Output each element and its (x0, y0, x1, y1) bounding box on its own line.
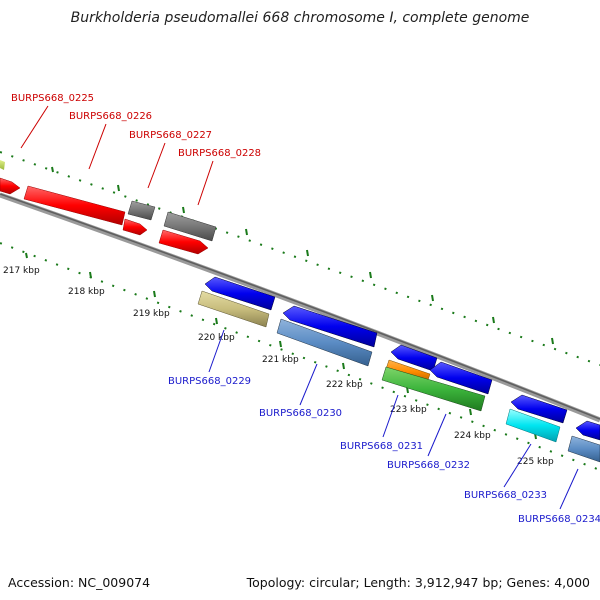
tick-label: 221 kbp (262, 355, 299, 365)
gene-label-0225[interactable]: BURPS668_0225 (11, 93, 94, 104)
gene-label-0233[interactable]: BURPS668_0233 (464, 490, 547, 501)
feature-0232[interactable] (381, 366, 486, 412)
gene-label-0230[interactable]: BURPS668_0230 (259, 408, 342, 419)
genome-backbone (0, 192, 600, 423)
feature-0228b[interactable] (158, 229, 209, 255)
feature-0224-lime[interactable] (0, 160, 5, 170)
feature-0225[interactable] (0, 177, 21, 195)
feature-0229[interactable] (197, 290, 270, 328)
feature-0234-blue[interactable] (575, 420, 600, 441)
bottom-gene-labels: BURPS668_0229 BURPS668_0230 BURPS668_023… (168, 329, 600, 525)
forward-features (0, 160, 217, 255)
feature-0232-blue[interactable] (429, 361, 493, 395)
lower-major-ticks (25, 252, 537, 440)
feature-0233-blue[interactable] (510, 394, 568, 424)
tick-label: 223 kbp (390, 405, 427, 415)
tick-label: 220 kbp (198, 333, 235, 343)
feature-0231-blue[interactable] (390, 344, 438, 372)
tick-label: 217 kbp (3, 266, 40, 276)
feature-0226b[interactable] (122, 218, 148, 236)
map-title: Burkholderia pseudomallei 668 chromosome… (71, 10, 530, 26)
tick-label: 224 kbp (454, 431, 491, 441)
feature-0227[interactable] (127, 200, 156, 221)
upper-major-ticks (51, 166, 554, 345)
feature-0234[interactable] (567, 435, 600, 463)
gene-label-0229[interactable]: BURPS668_0229 (168, 376, 251, 387)
gene-label-0234[interactable]: BURPS668_0234 (518, 514, 600, 525)
tick-label: 222 kbp (326, 380, 363, 390)
feature-0230[interactable] (276, 318, 373, 367)
gene-label-0226[interactable]: BURPS668_0226 (69, 111, 152, 122)
reverse-features (197, 276, 600, 463)
top-gene-labels: BURPS668_0225 BURPS668_0226 BURPS668_022… (11, 93, 261, 206)
gene-label-0227[interactable]: BURPS668_0227 (129, 130, 212, 141)
accession-text: Accession: NC_009074 (8, 575, 150, 590)
feature-0230-blue[interactable] (282, 305, 378, 348)
tick-labels: 217 kbp 218 kbp 219 kbp 220 kbp 221 kbp … (3, 266, 554, 467)
tick-label: 219 kbp (133, 309, 170, 319)
feature-0228a[interactable] (163, 211, 217, 242)
feature-0229-blue[interactable] (204, 276, 276, 311)
feature-0233[interactable] (505, 408, 561, 443)
topology-summary: Topology: circular; Length: 3,912,947 bp… (246, 575, 590, 590)
feature-0226[interactable] (23, 185, 126, 226)
gene-label-0232[interactable]: BURPS668_0232 (387, 460, 470, 471)
tick-label: 225 kbp (517, 457, 554, 467)
gene-label-0231[interactable]: BURPS668_0231 (340, 441, 423, 452)
gene-label-0228[interactable]: BURPS668_0228 (178, 148, 261, 159)
tick-label: 218 kbp (68, 287, 105, 297)
